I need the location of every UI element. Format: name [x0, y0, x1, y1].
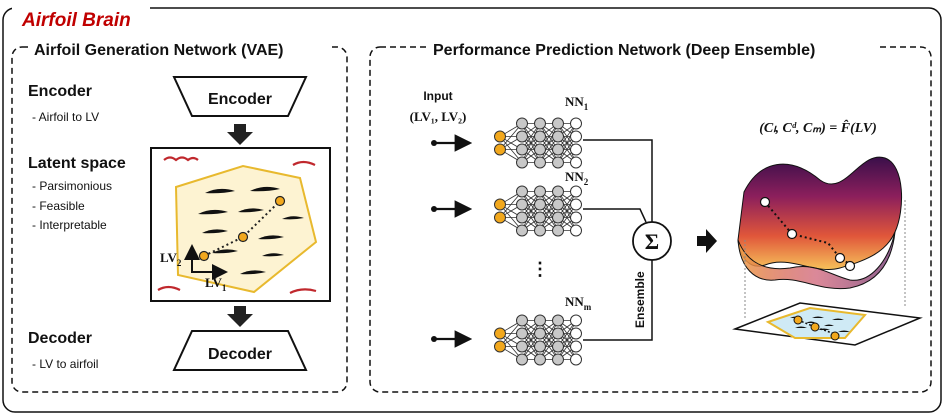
decoder-block-label: Decoder: [208, 346, 272, 363]
latent-prop-3: - Interpretable: [32, 218, 107, 232]
ppn-panel-title: Performance Prediction Network (Deep Ens…: [433, 42, 815, 59]
down-arrow-icon: [227, 306, 253, 327]
sum-symbol: Σ: [645, 229, 659, 254]
decoder-block: [172, 330, 308, 371]
neural-network-icon: [494, 185, 582, 237]
vae-panel: [11, 46, 348, 393]
sum-icon: [632, 221, 672, 261]
outer-frame: [2, 7, 942, 413]
nn-label-m: NNm: [565, 294, 592, 312]
down-arrow-icon: [227, 124, 253, 145]
neural-network-icon: [494, 117, 582, 169]
encoder-desc: - Airfoil to LV: [32, 110, 99, 124]
latent-heading: Latent space: [28, 155, 126, 172]
latent-prop-2: - Feasible: [32, 199, 85, 213]
neural-network-icon: [494, 314, 582, 366]
input-vars: (LV₁, LV₂): [410, 109, 467, 124]
nn-label-1: NN1: [565, 94, 589, 112]
main-title: Airfoil Brain: [21, 10, 131, 31]
ellipsis: ⋮: [531, 259, 549, 279]
surface-plot-icon: [732, 156, 923, 346]
encoder-block-label: Encoder: [208, 91, 272, 108]
ensemble-lines: [583, 139, 653, 341]
decoder-desc: - LV to airfoil: [32, 357, 98, 371]
encoder-heading: Encoder: [28, 83, 92, 100]
latent-prop-1: - Parsimonious: [32, 179, 112, 193]
decoder-heading: Decoder: [28, 330, 92, 347]
neural-networks: [494, 117, 582, 366]
ensemble-label: Ensemble: [633, 271, 647, 328]
input-label: Input: [423, 89, 452, 103]
nn-label-2: NN2: [565, 169, 589, 187]
latent-space-figure: [150, 147, 331, 302]
lv2-label: LV2: [160, 250, 182, 268]
right-arrow-icon: [697, 229, 717, 253]
input-arrows: [431, 134, 473, 348]
lv1-label: LV1: [205, 275, 227, 293]
formula: (Cₗ, Cᵈ, Cₘ) = F̂(LV): [759, 119, 877, 136]
encoder-block: [172, 76, 308, 117]
vae-panel-title: Airfoil Generation Network (VAE): [34, 42, 284, 59]
